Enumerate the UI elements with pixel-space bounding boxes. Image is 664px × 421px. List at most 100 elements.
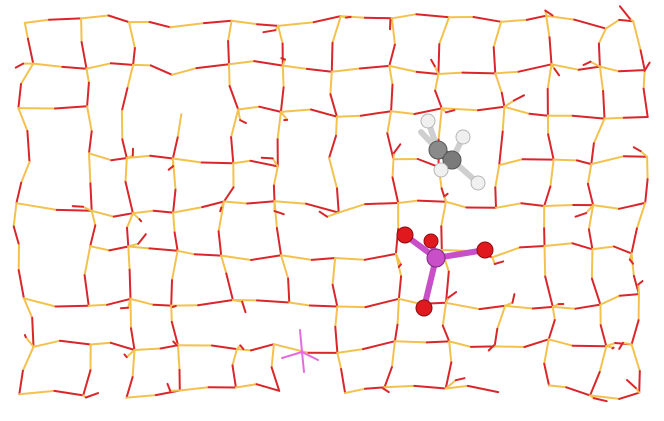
framework-bond-155 bbox=[528, 112, 549, 117]
framework-bond-300 bbox=[220, 254, 228, 275]
framework-bond-130 bbox=[230, 108, 240, 139]
framework-bond-294 bbox=[176, 249, 196, 256]
framework-bond-125 bbox=[121, 138, 128, 159]
framework-bond-372 bbox=[504, 304, 534, 310]
framework-bond-213 bbox=[543, 185, 552, 207]
framework-bond-298 bbox=[220, 254, 253, 261]
framework-bond-285 bbox=[108, 245, 130, 252]
framework-bond-71 bbox=[120, 87, 129, 112]
framework-bond-16 bbox=[227, 19, 233, 42]
framework-bond-173 bbox=[89, 182, 93, 212]
framework-bond-356 bbox=[288, 301, 311, 307]
framework-bond-192 bbox=[271, 157, 279, 168]
framework-bond-351 bbox=[171, 305, 177, 308]
framework-bond-361 bbox=[334, 325, 339, 354]
framework-bond-333 bbox=[628, 258, 634, 265]
framework-bond-200 bbox=[392, 151, 395, 161]
framework-bond-446 bbox=[598, 345, 608, 373]
framework-bond-427 bbox=[340, 368, 347, 394]
framework-bond-377 bbox=[511, 293, 516, 304]
framework-bond-81 bbox=[279, 86, 285, 113]
framework-bond-358 bbox=[336, 305, 367, 309]
framework-bond-276 bbox=[587, 204, 595, 231]
framework-bond-406 bbox=[125, 349, 136, 359]
framework-bond-128 bbox=[237, 105, 261, 111]
framework-bond-75 bbox=[253, 60, 284, 67]
framework-bond-457 bbox=[84, 392, 100, 399]
framework-bond-475 bbox=[454, 377, 466, 382]
framework-bond-121 bbox=[26, 130, 31, 163]
framework-bond-199 bbox=[391, 176, 400, 204]
framework-bond-424 bbox=[336, 348, 364, 354]
framework-bond-441 bbox=[571, 344, 608, 348]
framework-bond-302 bbox=[280, 254, 313, 261]
framework-bond-110 bbox=[598, 65, 605, 92]
framework-bond-258 bbox=[397, 199, 419, 204]
framework-bond-230 bbox=[82, 205, 93, 212]
framework-bond-254 bbox=[337, 203, 367, 214]
framework-bond-14 bbox=[230, 19, 259, 26]
framework-bond-50 bbox=[604, 18, 621, 30]
framework-bond-312 bbox=[394, 252, 402, 266]
framework-bond-135 bbox=[309, 108, 338, 118]
framework-bond-381 bbox=[547, 319, 556, 341]
framework-bond-397 bbox=[23, 334, 27, 339]
framework-bond-122 bbox=[86, 105, 93, 133]
framework-bond-5 bbox=[107, 14, 130, 24]
framework-bond-389 bbox=[630, 319, 640, 346]
framework-bond-373 bbox=[531, 305, 554, 310]
framework-bond-169 bbox=[15, 181, 23, 205]
framework-bond-195 bbox=[336, 187, 340, 214]
framework-bond-416 bbox=[231, 348, 238, 367]
framework-bond-287 bbox=[83, 274, 90, 307]
framework-bond-292 bbox=[127, 242, 140, 248]
framework-bond-335 bbox=[54, 304, 90, 308]
framework-bond-477 bbox=[565, 386, 592, 397]
framework-bond-73 bbox=[195, 63, 230, 70]
framework-bond-178 bbox=[125, 154, 134, 159]
framework-bond-91 bbox=[390, 83, 394, 113]
framework-bond-193 bbox=[260, 156, 274, 160]
framework-bond-49 bbox=[544, 9, 554, 17]
framework-bond-187 bbox=[249, 159, 279, 168]
framework-bond-177 bbox=[124, 180, 134, 215]
phosphorus-site-bond-2 bbox=[299, 329, 303, 353]
framework-bond-431 bbox=[383, 366, 393, 389]
framework-bond-74 bbox=[228, 60, 256, 66]
framework-bond-301 bbox=[225, 272, 234, 301]
framework-bond-343 bbox=[130, 327, 136, 351]
framework-bond-269 bbox=[520, 202, 546, 207]
framework-bond-308 bbox=[331, 257, 337, 286]
framework-bond-88 bbox=[388, 64, 418, 73]
framework-bond-374 bbox=[496, 304, 507, 330]
framework-bond-171 bbox=[110, 157, 128, 162]
framework-bond-283 bbox=[17, 269, 25, 300]
framework-bond-415 bbox=[249, 343, 275, 352]
framework-bond-277 bbox=[587, 228, 594, 251]
framework-bond-7 bbox=[80, 41, 88, 70]
framework-bond-241 bbox=[173, 231, 179, 252]
framework-bond-447 bbox=[589, 371, 601, 397]
framework-bond-429 bbox=[425, 340, 451, 344]
framework-bond-87 bbox=[329, 93, 338, 118]
framework-bond-165 bbox=[622, 116, 649, 119]
framework-bond-455 bbox=[53, 389, 85, 397]
framework-bond-43 bbox=[492, 46, 497, 75]
framework-bond-357 bbox=[308, 304, 339, 308]
framework-bond-96 bbox=[433, 65, 440, 75]
framework-bond-332 bbox=[628, 252, 633, 261]
framework-bond-119 bbox=[54, 105, 89, 110]
framework-bond-198 bbox=[391, 158, 395, 179]
framework-bond-337 bbox=[31, 316, 35, 348]
framework-bond-465 bbox=[255, 383, 281, 392]
framework-bond-344 bbox=[127, 297, 132, 309]
framework-bond-239 bbox=[201, 200, 225, 209]
framework-bond-436 bbox=[493, 345, 526, 348]
framework-bond-229 bbox=[89, 224, 97, 248]
framework-bond-274 bbox=[592, 204, 620, 210]
framework-bond-58 bbox=[32, 62, 64, 68]
framework-bond-175 bbox=[149, 154, 174, 160]
framework-bond-286 bbox=[83, 245, 92, 277]
framework-bond-131 bbox=[230, 136, 235, 165]
